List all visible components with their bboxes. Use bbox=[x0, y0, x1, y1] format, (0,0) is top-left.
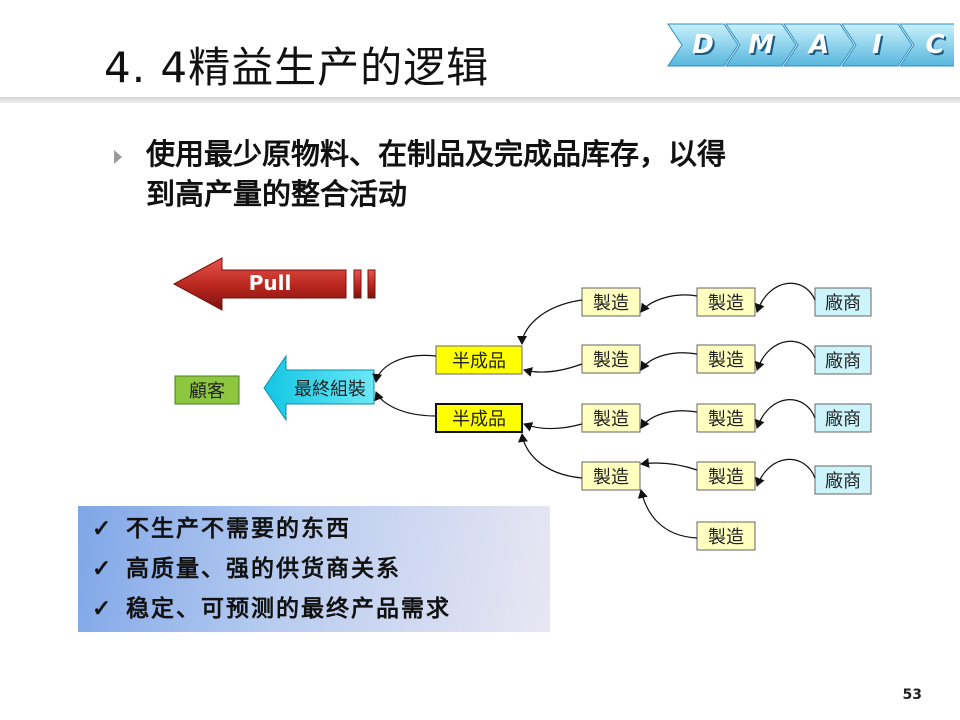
supplier-box-2: 廠商 bbox=[814, 345, 872, 375]
pull-arrow: Pull bbox=[172, 257, 376, 311]
mfg-label-c2-3: 製造 bbox=[708, 409, 744, 430]
mfg-box-c1-1: 製造 bbox=[581, 287, 641, 317]
supplier-label-3: 廠商 bbox=[825, 408, 861, 430]
key-point-2-text: 高质量、强的供货商关系 bbox=[126, 555, 401, 582]
semi-finished-box-1: 半成品 bbox=[435, 345, 523, 375]
flow-arrow-mfg4-semi2 bbox=[518, 433, 583, 479]
customer-label: 顧客 bbox=[189, 381, 225, 402]
flow-arrow-c2r1-c1r1 bbox=[640, 294, 698, 313]
mfg-box-c2-2: 製造 bbox=[696, 344, 756, 374]
page-title: 4. 4精益生产的逻辑 bbox=[104, 43, 490, 92]
flow-arrow-c2r4-c1r4 bbox=[640, 457, 698, 471]
flow-arrow-semi1-assembly bbox=[372, 354, 437, 383]
supplier-label-1: 廠商 bbox=[825, 292, 861, 314]
dmaic-letter-shadow-d: D bbox=[694, 32, 716, 62]
final-assembly-label: 最終組裝 bbox=[294, 379, 366, 400]
flow-arrow-sup2-c2r2 bbox=[755, 340, 816, 371]
check-icon: ✓ bbox=[92, 515, 114, 542]
supplier-box-1: 廠商 bbox=[814, 287, 872, 317]
key-point-3: ✓ 稳定、可预测的最终产品需求 bbox=[92, 590, 451, 628]
dmaic-segment-m bbox=[725, 23, 797, 67]
supplier-label-2: 廠商 bbox=[825, 350, 861, 372]
key-points-panel: ✓ 不生产不需要的东西 ✓ 高质量、强的供货商关系 ✓ 稳定、可预测的最终产品需求 bbox=[78, 506, 550, 632]
dmaic-letter-d: D bbox=[692, 30, 714, 60]
mfg-label-c2-2: 製造 bbox=[708, 350, 744, 371]
mfg-box-c2-5: 製造 bbox=[696, 521, 756, 551]
dmaic-letter-shadow-i: I bbox=[874, 32, 884, 62]
flow-arrow-semi2-assembly bbox=[374, 391, 437, 417]
dmaic-letter-a: A bbox=[807, 30, 829, 60]
flow-arrow-mfg1-semi1 bbox=[517, 299, 583, 345]
semi-finished-label-2: 半成品 bbox=[452, 409, 506, 430]
key-point-2: ✓ 高质量、强的供货商关系 bbox=[92, 550, 401, 588]
mfg-box-c1-4: 製造 bbox=[581, 461, 641, 491]
flow-arrow-mfg2-semi1 bbox=[523, 363, 583, 377]
flow-arrow-c2r2-c1r2 bbox=[640, 352, 698, 371]
title-divider bbox=[0, 97, 960, 103]
mfg-label-c1-2: 製造 bbox=[593, 350, 629, 371]
check-icon: ✓ bbox=[92, 595, 114, 622]
supplier-box-3: 廠商 bbox=[814, 403, 872, 433]
bullet-line-2: 到高产量的整合活动 bbox=[146, 177, 408, 211]
bullet-line-1: 使用最少原物料、在制品及完成品库存，以得 bbox=[146, 137, 727, 171]
mfg-box-c2-4: 製造 bbox=[696, 461, 756, 491]
bullet-text: 使用最少原物料、在制品及完成品库存，以得 到高产量的整合活动 bbox=[146, 134, 906, 214]
flow-arrows bbox=[372, 282, 816, 539]
page-number: 53 bbox=[902, 687, 922, 703]
mfg-label-c1-1: 製造 bbox=[593, 293, 629, 314]
dmaic-segment-d bbox=[667, 23, 739, 67]
dmaic-segment-c bbox=[899, 23, 954, 67]
mfg-box-c1-3: 製造 bbox=[581, 403, 641, 433]
flow-arrow-sup3-c2r3 bbox=[755, 399, 816, 429]
dmaic-letter-m: M bbox=[748, 30, 774, 60]
mfg-box-c1-2: 製造 bbox=[581, 344, 641, 374]
flow-arrow-mfg3-semi2 bbox=[523, 422, 583, 432]
dmaic-segment-a bbox=[783, 23, 855, 67]
dmaic-letter-i: I bbox=[872, 30, 882, 60]
mfg-label-c2-5: 製造 bbox=[708, 527, 744, 548]
mfg-label-c2-4: 製造 bbox=[708, 467, 744, 488]
flow-arrow-sup4-c2r4 bbox=[755, 458, 816, 487]
key-point-3-text: 稳定、可预测的最终产品需求 bbox=[126, 595, 451, 622]
bullet-arrow-icon bbox=[114, 150, 122, 164]
dmaic-segment-i bbox=[841, 23, 913, 67]
customer-box: 顧客 bbox=[174, 375, 240, 405]
pull-label: Pull bbox=[249, 271, 292, 295]
dmaic-letter-c: C bbox=[925, 30, 944, 60]
mfg-box-c2-1: 製造 bbox=[696, 287, 756, 317]
mfg-label-c2-1: 製造 bbox=[708, 293, 744, 314]
dmaic-letter-shadow-m: M bbox=[750, 32, 776, 62]
mfg-label-c1-3: 製造 bbox=[593, 409, 629, 430]
flow-arrow-sup1-c2r1 bbox=[755, 282, 816, 313]
check-icon: ✓ bbox=[92, 555, 114, 582]
dmaic-letter-shadow-c: C bbox=[927, 32, 946, 62]
key-point-1: ✓ 不生产不需要的东西 bbox=[92, 510, 351, 548]
key-point-1-text: 不生产不需要的东西 bbox=[126, 515, 351, 542]
supplier-label-4: 廠商 bbox=[825, 470, 861, 492]
flow-arrow-c2r5-c1r4 bbox=[637, 489, 698, 539]
semi-finished-box-2: 半成品 bbox=[435, 403, 523, 433]
flow-arrow-c2r3-c1r3 bbox=[640, 410, 698, 429]
semi-finished-label-1: 半成品 bbox=[452, 351, 506, 372]
dmaic-letter-shadow-a: A bbox=[809, 32, 831, 62]
mfg-box-c2-3: 製造 bbox=[696, 403, 756, 433]
final-assembly-arrow: 最終組裝 bbox=[263, 354, 375, 422]
supplier-box-4: 廠商 bbox=[814, 465, 872, 495]
mfg-label-c1-4: 製造 bbox=[593, 467, 629, 488]
